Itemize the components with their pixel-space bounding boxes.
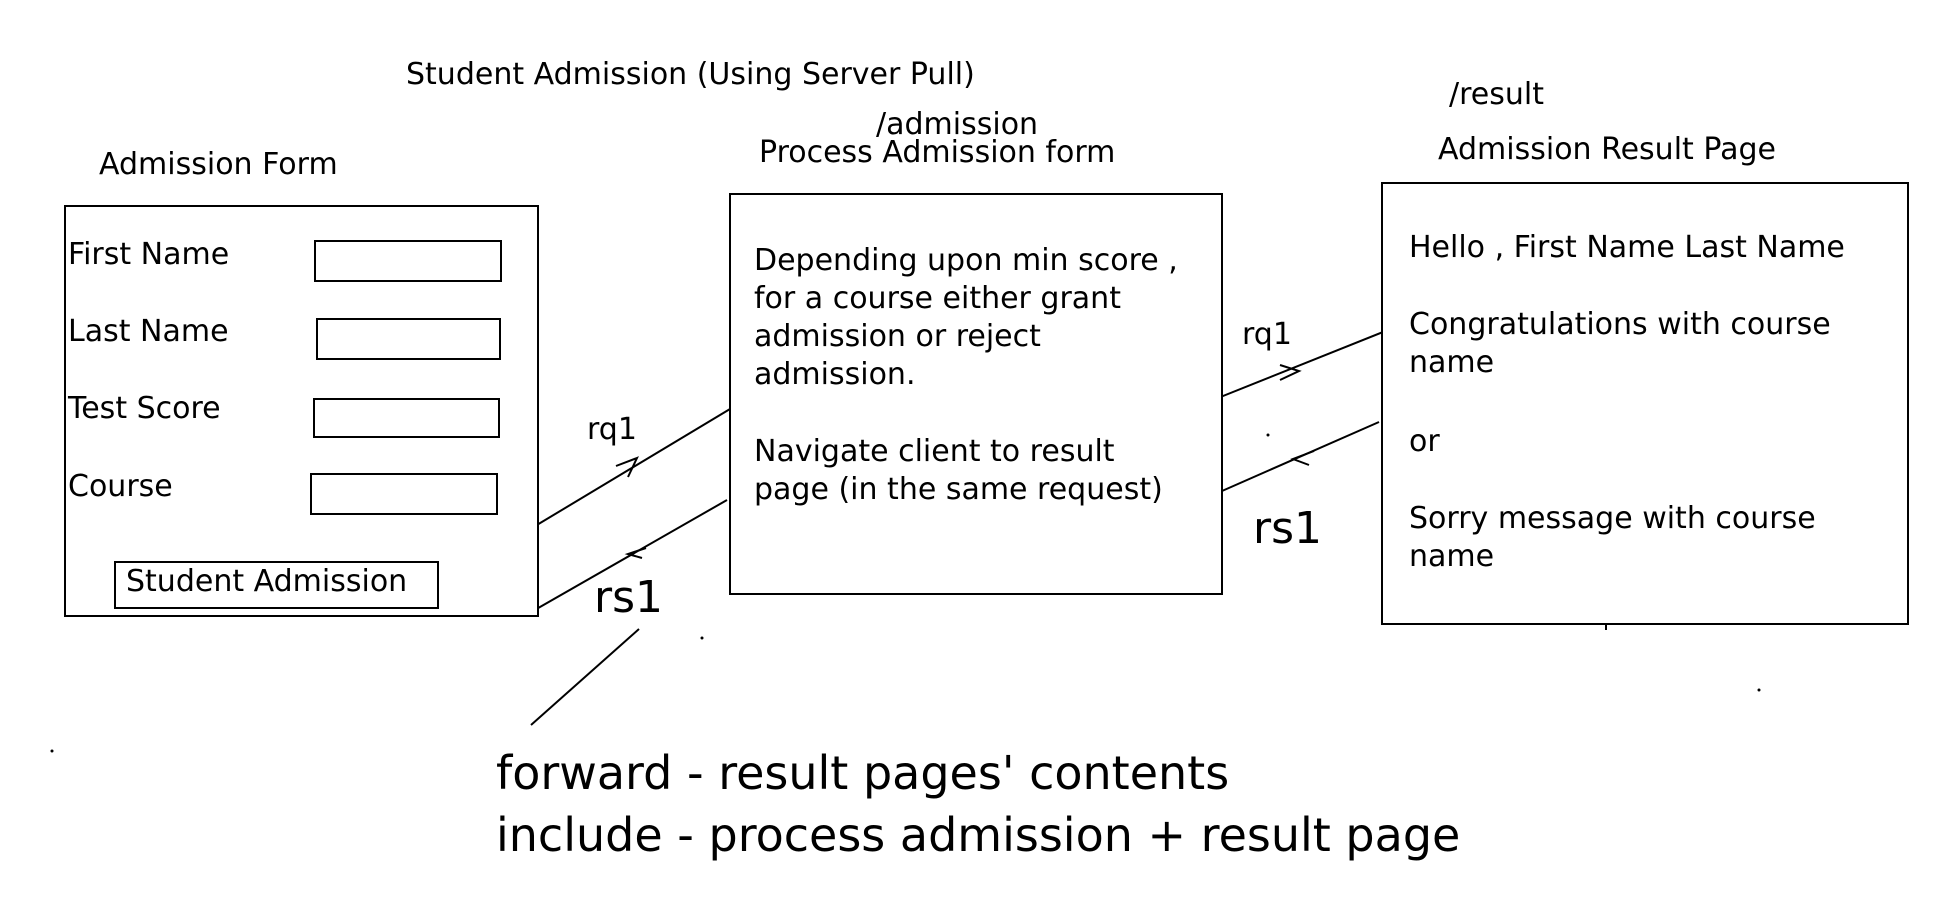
result-sorry: Sorry message with course name [1409,501,1816,574]
admission-form-heading: Admission Form [99,147,338,182]
stray-dot [50,749,54,753]
rq1-left-label: rq1 [587,412,637,447]
test-score-label: Test Score [68,391,221,426]
rq1-right-arrow-line [1217,323,1404,399]
rs1-right-arrowhead [1290,450,1315,466]
diagram-title: Student Admission (Using Server Pull) [406,57,975,92]
rs1-left-arrowhead [624,547,647,559]
stray-dot [1757,688,1761,692]
last-name-input[interactable] [316,318,501,360]
result-url: /result [1449,77,1544,112]
include-note: include - process admission + result pag… [496,808,1461,862]
process-url: /admission [876,107,1039,142]
rq1-right-label: rq1 [1242,317,1292,352]
student-admission-button[interactable]: Student Admission [114,561,439,609]
test-score-input[interactable] [313,398,500,438]
rq1-left-arrowhead [615,456,639,478]
process-description: Depending upon min score , for a course … [754,243,1178,392]
forward-note: forward - result pages' contents [496,746,1230,800]
stray-dot [700,636,704,640]
course-label: Course [68,469,173,504]
result-or: or [1409,424,1440,459]
course-input[interactable] [310,473,498,515]
process-box [729,193,1223,595]
first-name-input[interactable] [314,240,502,282]
result-greeting: Hello , First Name Last Name [1409,230,1845,265]
result-box [1381,182,1909,625]
process-navigate-text: Navigate client to result page (in the s… [754,434,1163,507]
rs1-left-arrow-line [525,499,728,616]
process-heading: Process Admission form [759,135,1116,170]
rq1-right-arrowhead [1279,364,1302,381]
rs1-right-label: rs1 [1253,503,1323,554]
first-name-label: First Name [68,237,230,272]
rs1-left-label: rs1 [594,572,664,623]
last-name-label: Last Name [68,314,229,349]
result-congrats: Congratulations with course name [1409,307,1831,380]
stray-dot [1266,433,1270,437]
note-pointer-line [530,628,640,726]
result-heading: Admission Result Page [1438,132,1776,167]
